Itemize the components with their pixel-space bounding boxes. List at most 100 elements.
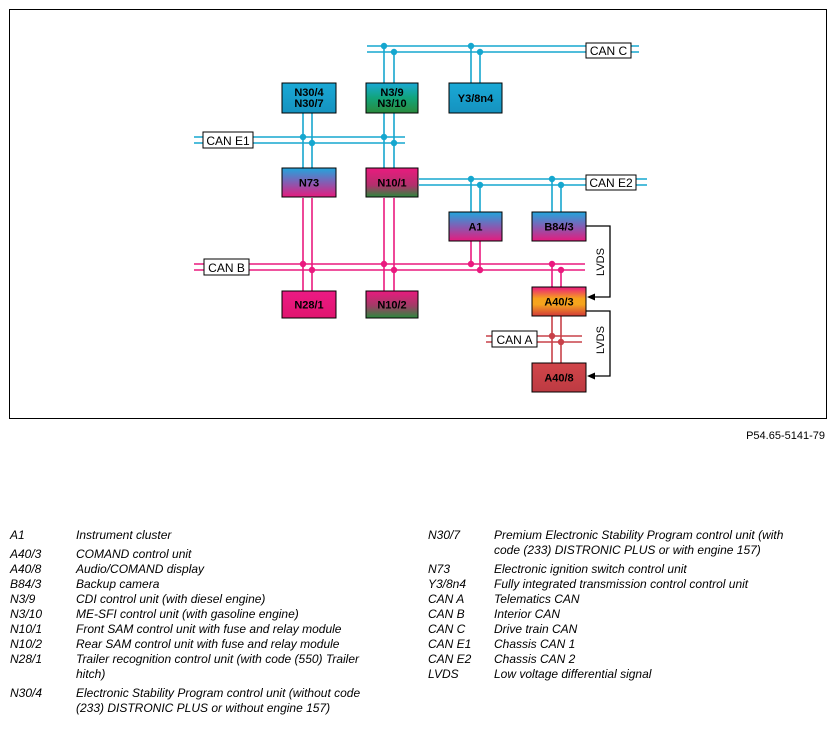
- module-box: [531, 211, 587, 242]
- module-label: N30/7: [294, 98, 323, 110]
- legend-key: N28/1: [10, 652, 43, 666]
- legend-row: N73 Electronic ignition switch control un…: [428, 562, 793, 577]
- legend-row: A40/3 COMAND control unit: [10, 547, 388, 562]
- module-n10-2: N10/2: [365, 290, 419, 319]
- legend-row: N28/1 Trailer recognition control unit (w…: [10, 652, 388, 682]
- legend-key: N3/9: [10, 592, 36, 606]
- legend-key: N10/1: [10, 622, 43, 636]
- module-label: N10/2: [377, 300, 406, 312]
- legend-key: N30/7: [428, 528, 461, 542]
- label-can-b: CAN B: [203, 258, 250, 276]
- can-b-bus: [194, 198, 585, 291]
- module-label: A1: [468, 222, 482, 234]
- legend-value: Electronic Stability Program control uni…: [76, 686, 361, 715]
- module-box: [365, 290, 419, 319]
- module-n3-9: N3/9N3/10: [365, 82, 419, 114]
- module-box: [365, 82, 419, 114]
- legend-value: Backup camera: [76, 577, 160, 591]
- legend-row: CAN E1 Chassis CAN 1: [428, 637, 793, 652]
- legend-value: Audio/COMAND display: [76, 562, 205, 576]
- legend-value: Front SAM control unit with fuse and rel…: [76, 622, 342, 636]
- label-can-c-text: CAN C: [590, 44, 628, 58]
- legend-key: A1: [10, 528, 25, 542]
- legend-value: Rear SAM control unit with fuse and rela…: [76, 637, 340, 651]
- module-label: N3/9: [380, 87, 403, 99]
- legend-key: N10/2: [10, 637, 43, 651]
- legend-value: COMAND control unit: [76, 547, 192, 561]
- module-box: [281, 167, 337, 198]
- label-lvds-lower: LVDS: [595, 326, 607, 354]
- module-n73: N73: [281, 167, 337, 198]
- module-box: [531, 286, 587, 317]
- legend-value: Electronic ignition switch control unit: [494, 562, 687, 576]
- module-box: [281, 290, 337, 319]
- legend-row: N30/4 Electronic Stability Program contro…: [10, 686, 388, 716]
- module-y3-8n4: Y3/8n4: [448, 82, 503, 114]
- legend-key: LVDS: [428, 667, 459, 681]
- legend-key: CAN E2: [428, 652, 472, 666]
- label-can-e1-text: CAN E1: [206, 134, 250, 148]
- module-box: [281, 82, 337, 114]
- legend-value: Instrument cluster: [76, 528, 172, 542]
- module-label: A40/8: [544, 373, 573, 385]
- module-label: N3/10: [377, 98, 406, 110]
- legend-row: CAN C Drive train CAN: [428, 622, 793, 637]
- module-label: N73: [299, 178, 319, 190]
- legend-right: N30/7 Premium Electronic Stability Progra…: [428, 528, 793, 682]
- module-b84-3: B84/3: [531, 211, 587, 242]
- label-can-e2: CAN E2: [585, 174, 637, 191]
- legend-key: A40/3: [10, 547, 42, 561]
- label-can-a-text: CAN A: [496, 333, 532, 347]
- legend-key: CAN C: [428, 622, 466, 636]
- legend-value: Chassis CAN 2: [494, 652, 576, 666]
- lvds-link-lower: [586, 310, 611, 380]
- legend-key: N30/4: [10, 686, 43, 700]
- legend-row: CAN E2 Chassis CAN 2: [428, 652, 793, 667]
- module-label: N30/4: [294, 87, 324, 99]
- legend-value: Premium Electronic Stability Program con…: [494, 528, 784, 557]
- module-n10-1: N10/1: [365, 167, 419, 198]
- legend-value: Chassis CAN 1: [494, 637, 576, 651]
- legend-row: N10/2 Rear SAM control unit with fuse and…: [10, 637, 388, 652]
- legend-row: CAN B Interior CAN: [428, 607, 793, 622]
- legend-row: CAN A Telematics CAN: [428, 592, 793, 607]
- module-label: N10/1: [377, 178, 406, 190]
- legend-row: LVDS Low voltage differential signal: [428, 667, 793, 682]
- legend-value: ME-SFI control unit (with gasoline engin…: [76, 607, 299, 621]
- legend-value: Telematics CAN: [494, 592, 580, 606]
- legend-key: A40/8: [10, 562, 42, 576]
- legend-value: Fully integrated transmission control co…: [494, 577, 749, 591]
- legend-key: CAN B: [428, 607, 465, 621]
- module-box: [365, 167, 419, 198]
- legend-value: Interior CAN: [494, 607, 561, 621]
- legend-row: B84/3 Backup camera: [10, 577, 388, 592]
- legend-key: N73: [428, 562, 451, 576]
- legend-key: Y3/8n4: [428, 577, 467, 591]
- module-label: A40/3: [544, 297, 573, 309]
- legend-key: CAN E1: [428, 637, 472, 651]
- legend-key: CAN A: [428, 592, 465, 606]
- legend-row: N30/7 Premium Electronic Stability Progra…: [428, 528, 793, 558]
- legend-value: Trailer recognition control unit (with c…: [76, 652, 360, 681]
- module-box: [448, 211, 503, 242]
- reference-code: P54.65-5141-79: [746, 430, 825, 442]
- module-n28-1: N28/1: [281, 290, 337, 319]
- module-a40-3: A40/3: [531, 286, 587, 317]
- module-box: [531, 362, 587, 393]
- label-can-c: CAN C: [585, 42, 632, 59]
- legend-row: A1 Instrument cluster: [10, 528, 388, 543]
- legend-row: N10/1 Front SAM control unit with fuse an…: [10, 622, 388, 637]
- label-can-b-text: CAN B: [208, 261, 245, 275]
- legend-key: B84/3: [10, 577, 42, 591]
- legend-value: Drive train CAN: [494, 622, 578, 636]
- lvds-link-upper: [586, 225, 611, 301]
- legend-value: Low voltage differential signal: [494, 667, 652, 681]
- module-label: N28/1: [294, 300, 323, 312]
- module-a40-8: A40/8: [531, 362, 587, 393]
